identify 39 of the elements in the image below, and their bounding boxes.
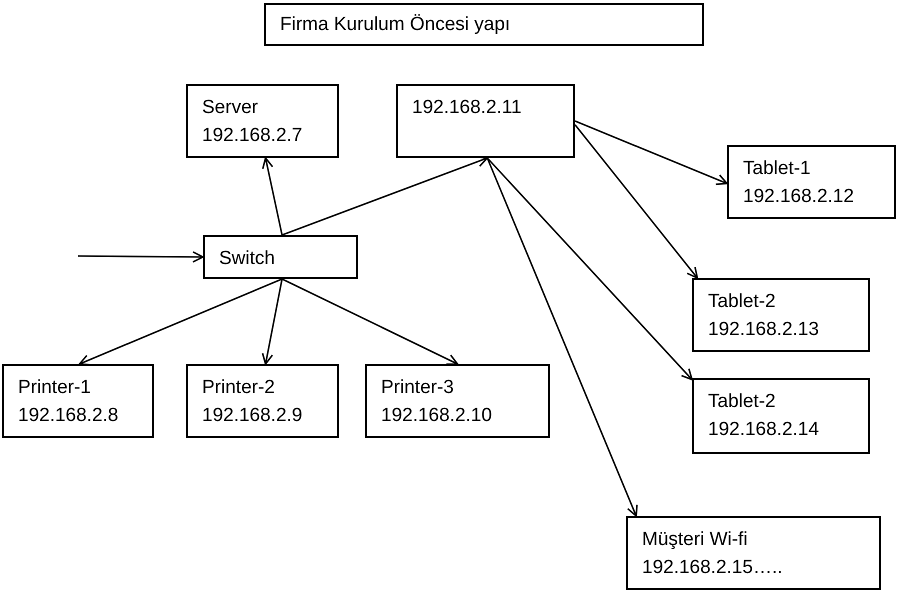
title-text: Firma Kurulum Öncesi yapı: [280, 13, 510, 37]
device-box: [2, 364, 154, 438]
ip-address: 192.168.2.13: [708, 318, 819, 342]
arrow: [574, 120, 728, 186]
device-name: Müşteri Wi-fi: [642, 528, 748, 552]
ip-address: 192.168.2.14: [708, 418, 819, 442]
device-name: Tablet-2: [708, 390, 776, 414]
device-box: [692, 378, 870, 454]
device-box: [727, 145, 896, 219]
ip-address: 192.168.2.15…..: [642, 556, 782, 580]
ip-address: 192.168.2.9: [202, 404, 302, 428]
arrow: [78, 278, 282, 366]
ip-address: 192.168.2.7: [202, 124, 302, 148]
ip-address: 192.168.2.8: [18, 404, 118, 428]
arrow: [78, 251, 204, 263]
device-box: [365, 364, 550, 438]
arrow: [486, 157, 693, 380]
arrow: [282, 156, 488, 236]
arrow: [262, 278, 283, 365]
arrow: [262, 157, 283, 236]
device-name: Tablet-1: [743, 157, 811, 181]
ip-address: 192.168.2.11: [412, 96, 522, 120]
ip-address: 192.168.2.12: [743, 185, 854, 209]
arrow: [574, 124, 698, 279]
device-name: Printer-3: [381, 376, 454, 400]
device-name: Switch: [219, 247, 275, 271]
device-name: Printer-1: [18, 376, 91, 400]
arrow: [486, 158, 638, 517]
ip-address: 192.168.2.10: [381, 404, 492, 428]
arrow: [282, 278, 458, 365]
device-name: Tablet-2: [708, 290, 776, 314]
device-box: [626, 516, 881, 590]
device-box: [396, 84, 575, 158]
device-box: [203, 235, 358, 279]
device-box: [186, 364, 339, 438]
device-box: [186, 84, 339, 158]
device-name: Printer-2: [202, 376, 275, 400]
device-name: Server: [202, 96, 258, 120]
device-box: [692, 278, 870, 352]
